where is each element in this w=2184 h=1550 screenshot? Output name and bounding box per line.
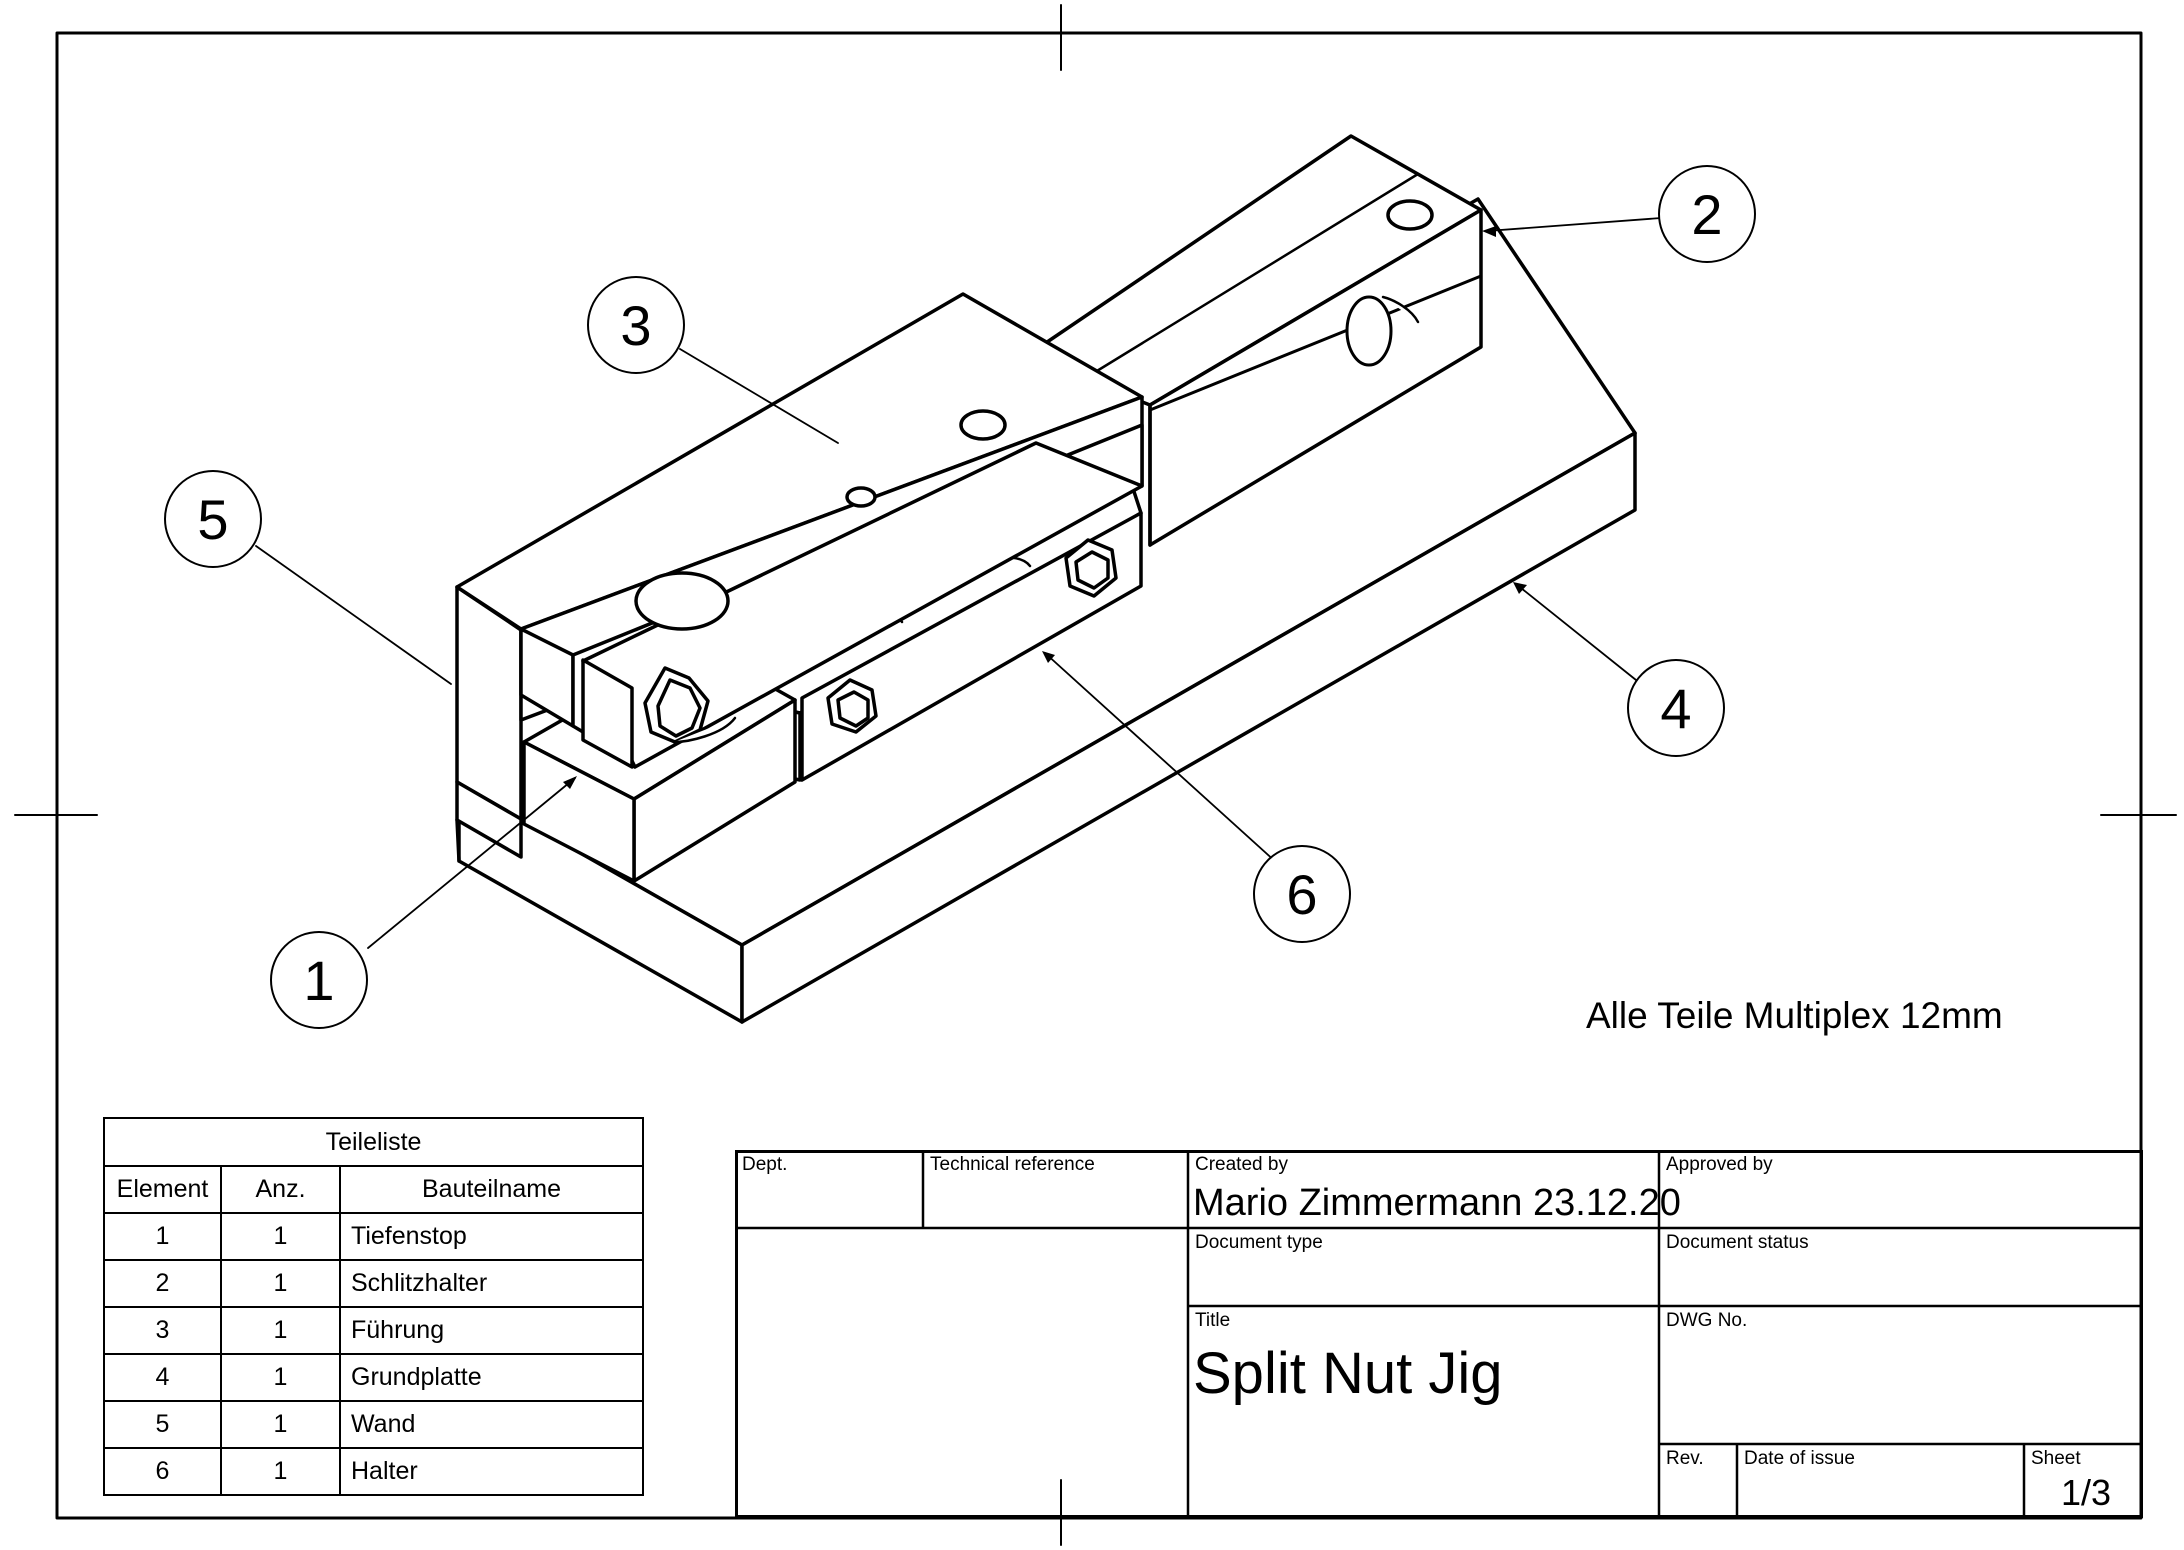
technical-reference-label: Technical reference — [930, 1154, 1095, 1175]
column-header-part-name: Bauteilname — [339, 1165, 644, 1214]
document-status-label: Document status — [1666, 1232, 1809, 1253]
created-by-cell: Created by Mario Zimmermann 23.12.20 — [1188, 1150, 1681, 1228]
leader-lines — [255, 217, 1662, 949]
balloon-6: 6 — [1253, 845, 1351, 943]
svg-text:2: 2 — [1691, 183, 1722, 246]
date-of-issue-cell: Date of issue — [1737, 1444, 2024, 1518]
parts-list-header-row: Element Anz. Bauteilname — [103, 1165, 644, 1214]
cell-part-name: Grundplatte — [339, 1353, 644, 1402]
balloon-5: 5 — [164, 470, 262, 568]
cell-part-name: Halter — [339, 1447, 644, 1496]
svg-text:5: 5 — [197, 488, 228, 551]
column-header-quantity: Anz. — [220, 1165, 341, 1214]
title-block-grid — [735, 1150, 2143, 1518]
dept-cell: Dept. — [735, 1150, 923, 1228]
dwg-number-cell: DWG No. — [1659, 1306, 2143, 1444]
svg-text:3: 3 — [620, 294, 651, 357]
cell-element: 2 — [103, 1259, 222, 1308]
balloon-1: 1 — [270, 931, 368, 1029]
cell-quantity: 1 — [220, 1353, 341, 1402]
title-block: Dept. Technical reference Created by Mar… — [735, 1150, 2143, 1518]
cell-part-name: Wand — [339, 1400, 644, 1449]
revision-cell: Rev. — [1659, 1444, 1737, 1518]
approved-by-cell: Approved by — [1659, 1150, 2143, 1228]
svg-text:4: 4 — [1660, 677, 1691, 740]
title-cell: Title Split Nut Jig — [1188, 1306, 1659, 1518]
cell-quantity: 1 — [220, 1447, 341, 1496]
title-label: Title — [1195, 1310, 1231, 1331]
cell-element: 3 — [103, 1306, 222, 1355]
cell-element: 4 — [103, 1353, 222, 1402]
cell-part-name: Tiefenstop — [339, 1212, 644, 1261]
sheet-frame — [14, 4, 2177, 1546]
approved-by-label: Approved by — [1666, 1154, 1773, 1175]
balloon-3: 3 — [587, 276, 685, 374]
cell-part-name: Führung — [339, 1306, 644, 1355]
part-3-guide — [455, 292, 1144, 769]
cell-part-name: Schlitzhalter — [339, 1259, 644, 1308]
table-row: 4 1 Grundplatte — [103, 1353, 644, 1402]
dwg-number-label: DWG No. — [1666, 1310, 1748, 1331]
cell-element: 1 — [103, 1212, 222, 1261]
table-row: 1 1 Tiefenstop — [103, 1212, 644, 1261]
table-row: 3 1 Führung — [103, 1306, 644, 1355]
leader-arrowheads — [563, 226, 1527, 789]
svg-text:1: 1 — [303, 949, 334, 1012]
part-2-slot-holder — [1023, 134, 1483, 547]
document-status-cell: Document status — [1659, 1228, 2143, 1306]
revision-label: Rev. — [1666, 1448, 1704, 1469]
part-5-wall — [455, 585, 523, 863]
svg-text:6: 6 — [1286, 863, 1317, 926]
table-row: 2 1 Schlitzhalter — [103, 1259, 644, 1308]
balloon-4: 4 — [1627, 659, 1725, 757]
created-by-label: Created by — [1195, 1154, 1288, 1175]
sheet-cell: Sheet 1/3 — [2024, 1444, 2143, 1518]
drawing-title: Split Nut Jig — [1193, 1341, 1503, 1406]
sheet-number: 1/3 — [2060, 1472, 2111, 1513]
date-of-issue-label: Date of issue — [1744, 1448, 1855, 1469]
cell-quantity: 1 — [220, 1306, 341, 1355]
dept-label: Dept. — [742, 1154, 788, 1175]
technical-reference-cell: Technical reference — [923, 1150, 1188, 1228]
cell-quantity: 1 — [220, 1400, 341, 1449]
document-type-cell: Document type — [1188, 1228, 1659, 1306]
parts-list-table: Teileliste Element Anz. Bauteilname 1 1 … — [103, 1117, 644, 1496]
sheet-label: Sheet — [2031, 1448, 2081, 1469]
cell-quantity: 1 — [220, 1212, 341, 1261]
cell-element: 5 — [103, 1400, 222, 1449]
table-row: 6 1 Halter — [103, 1447, 644, 1496]
parts-list-caption: Teileliste — [103, 1117, 644, 1165]
cell-quantity: 1 — [220, 1259, 341, 1308]
balloon-2: 2 — [1658, 165, 1756, 263]
table-row: 5 1 Wand — [103, 1400, 644, 1449]
document-type-label: Document type — [1195, 1232, 1323, 1253]
created-by-value: Mario Zimmermann 23.12.20 — [1193, 1182, 1681, 1224]
cell-element: 6 — [103, 1447, 222, 1496]
column-header-element: Element — [103, 1165, 222, 1214]
material-note: Alle Teile Multiplex 12mm — [1586, 995, 2003, 1036]
